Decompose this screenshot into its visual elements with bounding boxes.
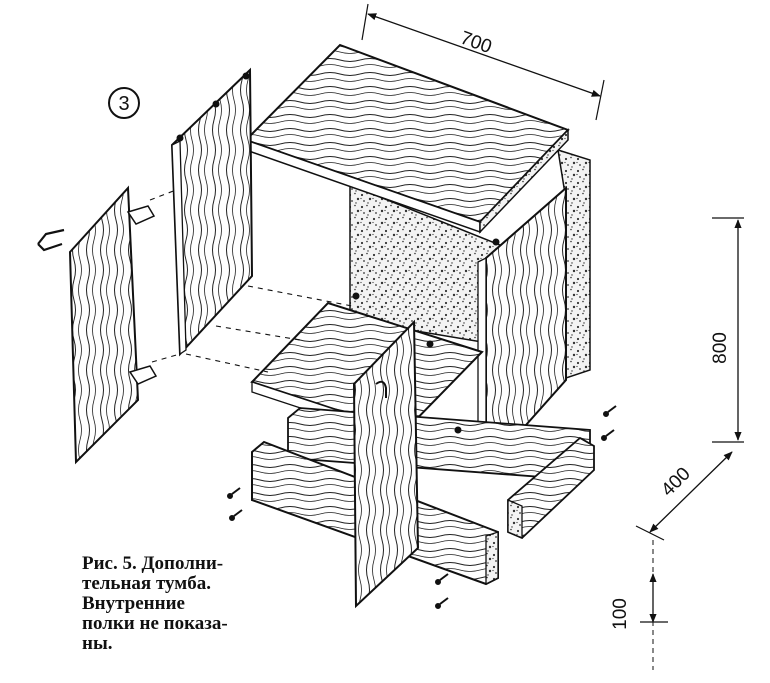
right-base-rail	[507, 436, 595, 540]
left-door	[68, 185, 158, 465]
dimension-depth: 400	[635, 451, 733, 541]
dimension-base-label: 100	[610, 598, 631, 630]
dimension-height: 800	[710, 217, 744, 443]
caption-line-3: Внутренние	[82, 593, 185, 614]
figure-caption: Рис. 5. Дополни- тельная тумба. Внутренн…	[82, 554, 298, 654]
caption-line-1: Рис. 5. Дополни-	[82, 553, 224, 574]
dimension-depth-label: 400	[657, 463, 694, 500]
dimension-base: 100	[610, 540, 668, 670]
screw-icons	[176, 72, 617, 609]
assembly-guide-lines	[149, 189, 353, 373]
caption-line-2: тельная тумба.	[82, 573, 211, 594]
door-handle-icon	[37, 228, 65, 252]
caption-line-5: ны.	[82, 633, 113, 654]
dimension-height-label: 800	[710, 332, 731, 364]
front-door-panel	[352, 319, 420, 609]
figure-number-badge: 3	[108, 87, 140, 119]
dimension-width-label: 700	[457, 28, 494, 59]
top-panel	[244, 43, 570, 234]
caption-line-4: полки не показа-	[82, 613, 228, 634]
left-side-panel	[170, 67, 254, 357]
badge-number: 3	[118, 93, 129, 115]
